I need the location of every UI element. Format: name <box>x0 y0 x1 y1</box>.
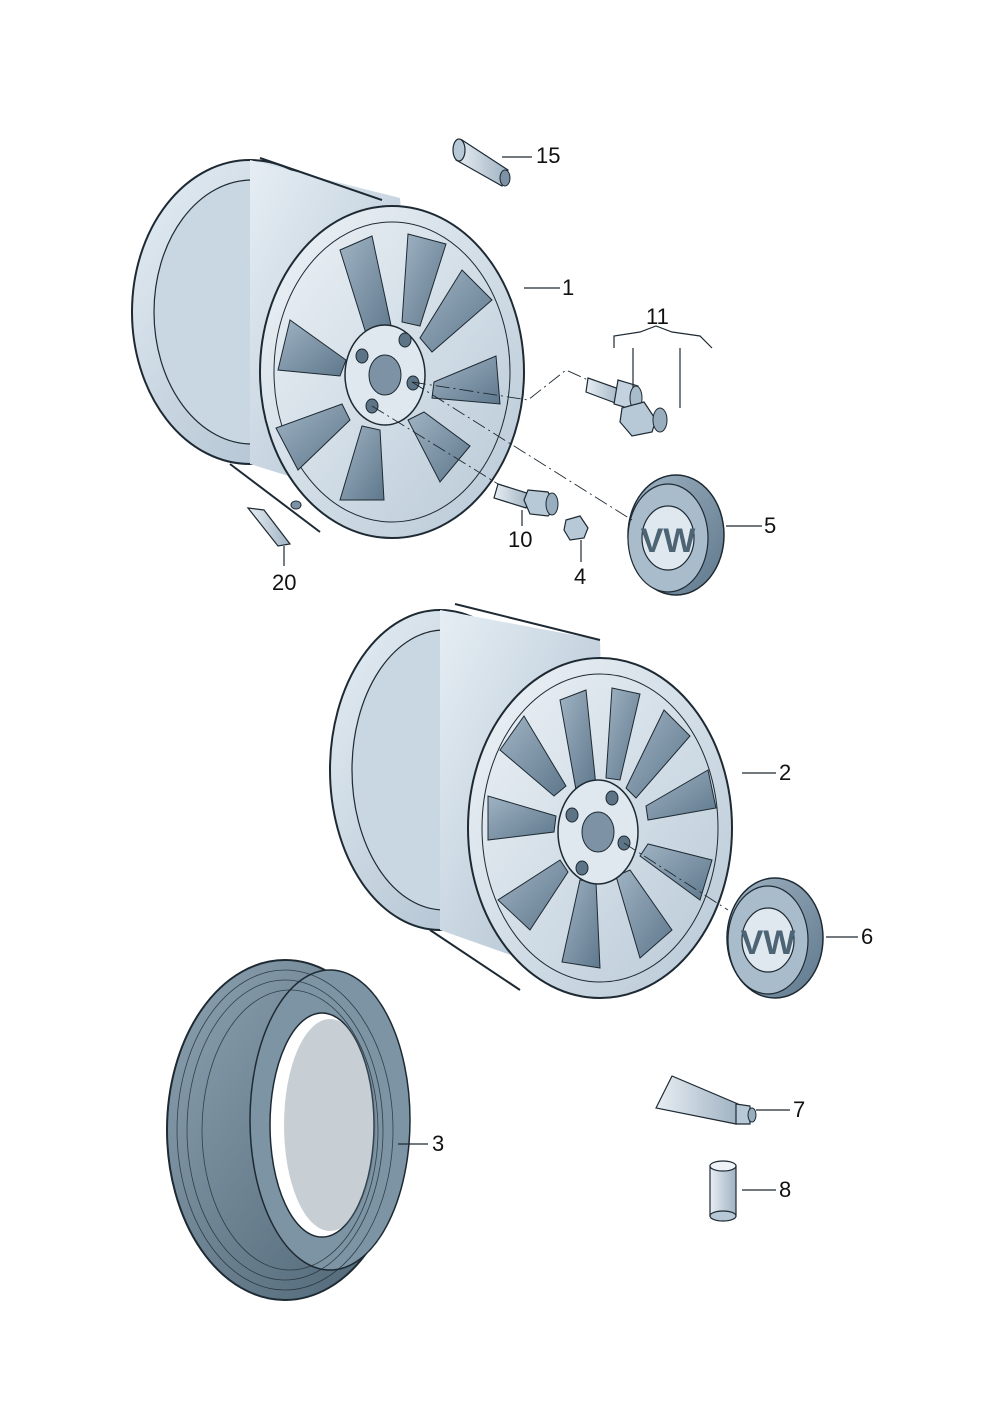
label-5: 5 <box>764 513 776 538</box>
vw-logo-icon: VW <box>741 924 797 962</box>
assembly-lines <box>371 369 729 911</box>
alloy-wheel-2 <box>329 603 733 999</box>
balance-weight <box>246 507 292 547</box>
hub-cap-2: VW <box>726 877 824 999</box>
vw-logo-icon: VW <box>641 522 697 560</box>
label-6: 6 <box>861 924 873 949</box>
label-11: 11 <box>646 304 669 329</box>
label-20: 20 <box>272 570 296 595</box>
label-8: 8 <box>779 1177 791 1202</box>
wheel-bolt <box>493 483 559 517</box>
label-15: 15 <box>536 143 560 168</box>
label-7: 7 <box>793 1097 805 1122</box>
tire <box>166 959 411 1301</box>
label-10: 10 <box>508 527 532 552</box>
bolt-cap <box>563 515 589 541</box>
anti-theft-adapter <box>619 401 668 437</box>
alloy-wheel-1 <box>131 157 525 539</box>
paste-tube <box>655 1075 757 1125</box>
grease-cylinder <box>709 1160 737 1222</box>
hub-cap-1: VW <box>627 474 725 596</box>
label-4: 4 <box>574 564 586 589</box>
label-3: 3 <box>432 1131 444 1156</box>
valve-stem <box>452 138 511 187</box>
part-labels: 15 1 11 5 10 4 20 2 6 7 3 8 <box>272 143 873 1202</box>
label-1: 1 <box>562 275 574 300</box>
leader-lines <box>283 156 858 1191</box>
label-2: 2 <box>779 760 791 785</box>
